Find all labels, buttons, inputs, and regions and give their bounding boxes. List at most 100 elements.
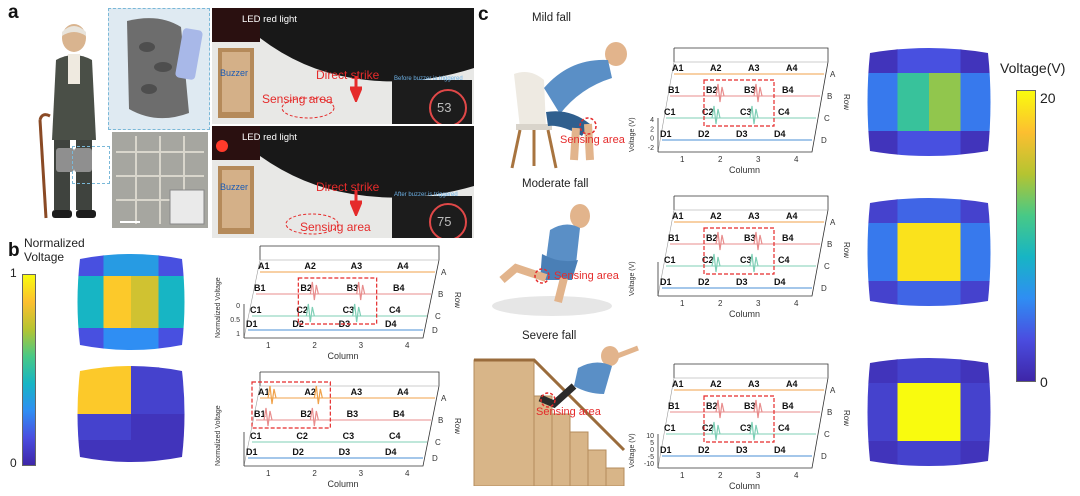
direct-strike-label-top: Direct strike xyxy=(316,68,380,82)
sensor-label-B3: B3 xyxy=(744,85,756,95)
signal-spike-B3 xyxy=(753,83,763,103)
y-tick-0: 0 xyxy=(650,136,654,143)
heatmap-cell-C2 xyxy=(103,302,132,329)
x-tick-3: 3 xyxy=(359,469,364,478)
sensor-label-D3: D3 xyxy=(736,129,748,139)
heatmap-cell-D4 xyxy=(960,131,991,156)
c-colorbar-min: 0 xyxy=(1040,374,1048,390)
sensor-label-B1: B1 xyxy=(254,409,266,419)
sensor-label-D1: D1 xyxy=(660,445,672,455)
x-tick-4: 4 xyxy=(794,155,799,164)
photo-before-buzzer: LED red light Buzzer Direct strike Sensi… xyxy=(212,8,474,124)
sensor-label-A1: A1 xyxy=(672,63,684,73)
sensor-label-A3: A3 xyxy=(748,211,760,221)
x-tick-3: 3 xyxy=(756,155,761,164)
sensor-label-B2: B2 xyxy=(706,233,718,243)
heatmap-b-bottom xyxy=(77,366,185,462)
row-label-A: A xyxy=(830,70,836,79)
row-label-C: C xyxy=(824,114,830,123)
sensor-label-B1: B1 xyxy=(668,401,680,411)
x-tick-4: 4 xyxy=(794,471,799,480)
panel-label-a: a xyxy=(8,2,19,23)
y-tick-0: 0 xyxy=(650,447,654,454)
y-tick-0: 0 xyxy=(236,303,240,310)
b-colorbar-title: Normalized Voltage xyxy=(24,236,85,264)
row-label-A: A xyxy=(830,218,836,227)
sensor-label-A3: A3 xyxy=(748,379,760,389)
sensor-label-A2: A2 xyxy=(710,211,722,221)
sensor-label-C3: C3 xyxy=(740,107,752,117)
strike-arrow-bottom-icon xyxy=(350,190,362,216)
heatmap-cell-C1 xyxy=(77,414,104,441)
y-axis-label: Voltage (V) xyxy=(629,261,636,296)
heatmap-cell-A1 xyxy=(867,48,898,74)
heatmap-cell-A1 xyxy=(867,198,898,224)
sensor-label-D2: D2 xyxy=(292,447,304,457)
row-label-C: C xyxy=(824,430,830,439)
y-axis-label: Normalized Voltage xyxy=(215,277,222,338)
heatmap-cell-A2 xyxy=(103,366,132,389)
row-label-D: D xyxy=(821,452,827,461)
heatmap-cell-D4 xyxy=(960,281,991,306)
sensor-label-D4: D4 xyxy=(385,447,397,457)
sensor-label-B4: B4 xyxy=(393,283,405,293)
sensor-label-A2: A2 xyxy=(710,379,722,389)
x-tick-2: 2 xyxy=(718,299,723,308)
x-tick-3: 3 xyxy=(756,471,761,480)
row-label-A: A xyxy=(441,394,447,403)
heatmap-cell-C4 xyxy=(158,414,185,441)
sensor-label-C1: C1 xyxy=(664,107,676,117)
sensor-label-C3: C3 xyxy=(740,423,752,433)
sensor-label-D2: D2 xyxy=(292,319,304,329)
heatmap-cell-D3 xyxy=(929,441,961,466)
heatmap-cell-D4 xyxy=(960,441,991,466)
sensor-label-D4: D4 xyxy=(774,445,786,455)
heatmap-cell-C2 xyxy=(897,102,930,132)
buzzer-label-top: Buzzer xyxy=(220,68,249,78)
heatmap-cell-B4 xyxy=(960,73,991,103)
sensor-label-B3: B3 xyxy=(347,283,359,293)
row-label-B: B xyxy=(827,240,832,249)
heatmap-cell-A4 xyxy=(158,254,185,277)
heatmap-cell-A2 xyxy=(897,358,930,384)
active-region-box xyxy=(703,79,775,127)
sensor-label-A1: A1 xyxy=(258,261,270,271)
heatmap-cell-A1 xyxy=(867,358,898,384)
x-tick-2: 2 xyxy=(312,341,317,350)
row-label-B: B xyxy=(438,290,443,299)
heatmap-cell-B1 xyxy=(77,388,104,415)
b-colorbar-max: 1 xyxy=(10,266,17,280)
led-label-bottom: LED red light xyxy=(242,132,297,143)
heatmap-cell-B1 xyxy=(867,383,898,413)
direct-strike-label-bottom: Direct strike xyxy=(316,180,380,194)
signal-spike-C3 xyxy=(749,253,759,273)
kneepad-render-image xyxy=(108,8,210,130)
signal-spike-B2 xyxy=(715,399,725,419)
row-label-B: B xyxy=(827,408,832,417)
signal-spike-B3 xyxy=(753,231,763,251)
row-axis-label: Row xyxy=(453,418,462,434)
heatmap-cell-D2 xyxy=(103,328,132,350)
sensor-label-A1: A1 xyxy=(258,387,270,397)
heatmap-cell-C3 xyxy=(131,302,159,329)
y-tick-10: 10 xyxy=(646,433,654,440)
sensor-label-B2: B2 xyxy=(706,85,718,95)
signal-spike-B2 xyxy=(309,281,319,301)
severe-sensing-label: Sensing area xyxy=(536,406,601,418)
sensor-label-B4: B4 xyxy=(782,401,794,411)
heatmap-cell-A1 xyxy=(77,366,104,389)
row-axis-label: Row xyxy=(842,410,851,426)
active-region-box xyxy=(703,227,775,275)
sensor-label-C4: C4 xyxy=(389,431,401,441)
x-tick-3: 3 xyxy=(359,341,364,350)
heatmap-cell-C4 xyxy=(960,102,991,132)
x-tick-1: 1 xyxy=(680,471,685,480)
heatmap-cell-D2 xyxy=(897,441,930,466)
signal-spike-C2 xyxy=(711,421,721,441)
heatmap-cell-C2 xyxy=(897,412,930,442)
heatmap-cell-A2 xyxy=(897,48,930,74)
sensor-label-D3: D3 xyxy=(736,277,748,287)
sensor-label-B4: B4 xyxy=(782,85,794,95)
